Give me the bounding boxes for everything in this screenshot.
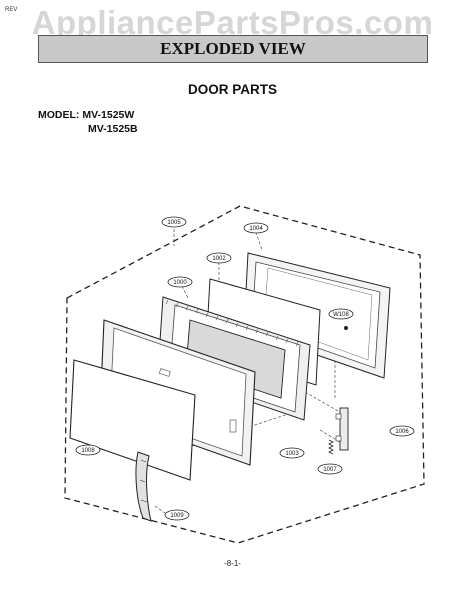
svg-text:1000: 1000 — [173, 280, 187, 286]
model-label: MODEL: — [38, 109, 80, 121]
banner-title: EXPLODED VIEW — [160, 39, 306, 58]
callout-w108: W108 — [328, 308, 354, 320]
svg-text:1009: 1009 — [170, 513, 184, 519]
callout-1008: 1008 — [75, 444, 101, 456]
page-number: -8-1- — [224, 559, 241, 568]
callout-1009: 1009 — [164, 509, 190, 521]
part-1006-latch — [335, 407, 349, 451]
callout-1007: 1007 — [317, 463, 343, 475]
section-title: DOOR PARTS — [187, 82, 277, 97]
part-1009-handle — [135, 451, 152, 522]
revision-mark: REV — [5, 7, 18, 13]
assembly-boundary — [64, 205, 425, 544]
watermark-text: AppliancePartsPros.com — [31, 4, 434, 41]
part-1000-door-frame — [157, 296, 311, 421]
callout-1006: 1006 — [389, 425, 415, 437]
callout-1000: 1000 — [167, 276, 193, 288]
svg-text:1002: 1002 — [212, 256, 226, 262]
model-number-1: MV-1525W — [82, 109, 135, 121]
callout-1002: 1002 — [206, 252, 232, 264]
part-1008-door-panel — [69, 359, 196, 481]
svg-text:1008: 1008 — [81, 448, 95, 454]
svg-text:1003: 1003 — [285, 451, 299, 457]
callout-1004: 1004 — [243, 222, 269, 234]
svg-text:1006: 1006 — [395, 429, 409, 435]
svg-text:W108: W108 — [333, 312, 349, 318]
svg-text:1005: 1005 — [167, 220, 181, 226]
callout-1003: 1003 — [279, 447, 305, 459]
model-block: MODEL: MV-1525W MV-1525B — [38, 108, 138, 136]
svg-text:1007: 1007 — [323, 467, 337, 473]
svg-text:1004: 1004 — [249, 226, 263, 232]
callout-1005: 1005 — [161, 216, 187, 228]
exploded-view-banner: EXPLODED VIEW — [38, 35, 428, 63]
part-1007-spring — [328, 439, 334, 455]
model-number-2: MV-1525B — [88, 123, 138, 135]
